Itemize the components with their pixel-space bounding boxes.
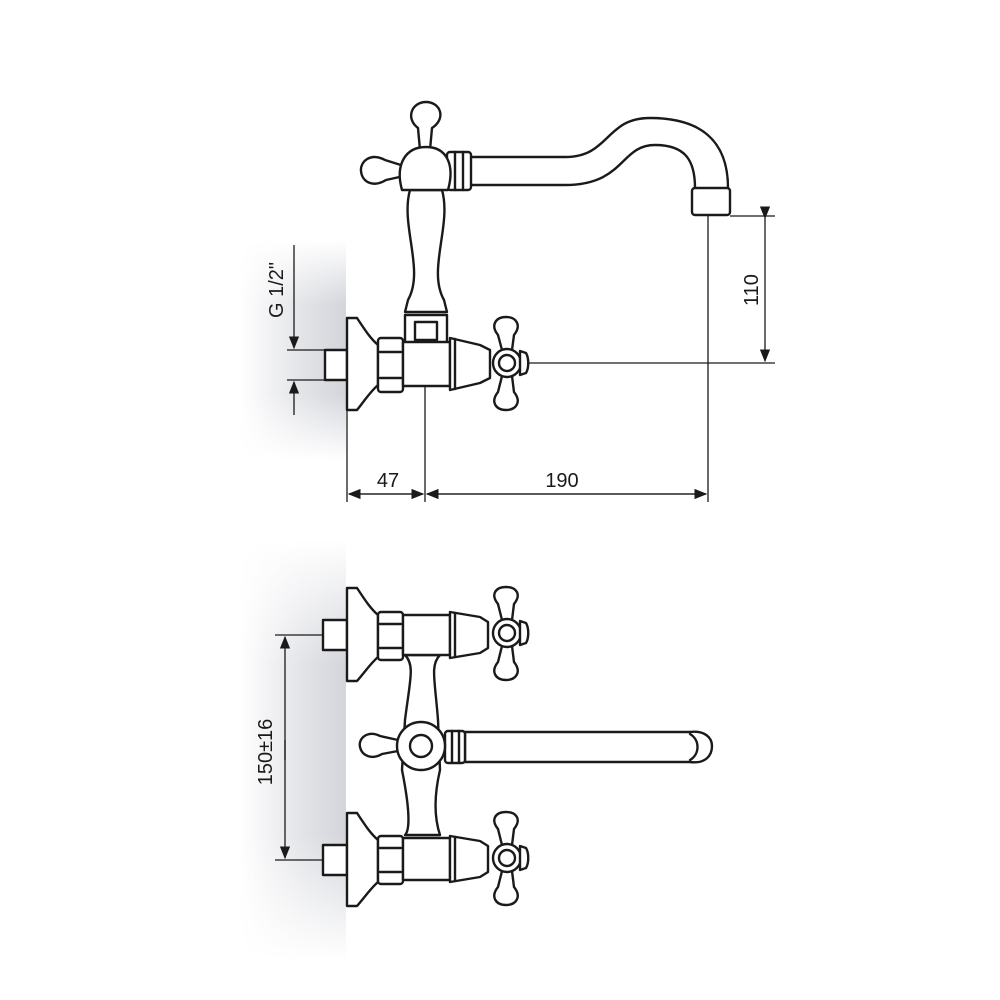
inlet-spacing-label: 150±16: [255, 719, 277, 786]
thread-label: G 1/2": [266, 262, 288, 318]
nut: [376, 336, 405, 394]
column: [403, 188, 449, 314]
lever-left-plan: [358, 732, 400, 758]
spout-height-label: 110: [741, 274, 763, 306]
spout-reach-label: 190: [545, 470, 578, 492]
lower-valve: [321, 810, 530, 908]
side-view: [323, 100, 732, 412]
aerator: [690, 186, 732, 217]
inlet-stub: [323, 348, 349, 382]
cross-handle: [493, 315, 519, 412]
side-view-dimensions: G 1/2" 110 47 190: [266, 206, 775, 502]
spout-plan: [463, 730, 714, 764]
valve-cone: [448, 336, 492, 392]
wall-to-axis-label: 47: [377, 470, 399, 492]
top-view: [321, 585, 714, 908]
valve-body: [401, 340, 452, 388]
top-view-dimensions: 150±16: [255, 634, 323, 861]
spout: [468, 116, 730, 190]
lever-top: [409, 100, 442, 152]
flange: [345, 316, 380, 412]
hub: [398, 145, 452, 192]
lever-left: [359, 155, 406, 185]
upper-valve: [321, 585, 530, 683]
